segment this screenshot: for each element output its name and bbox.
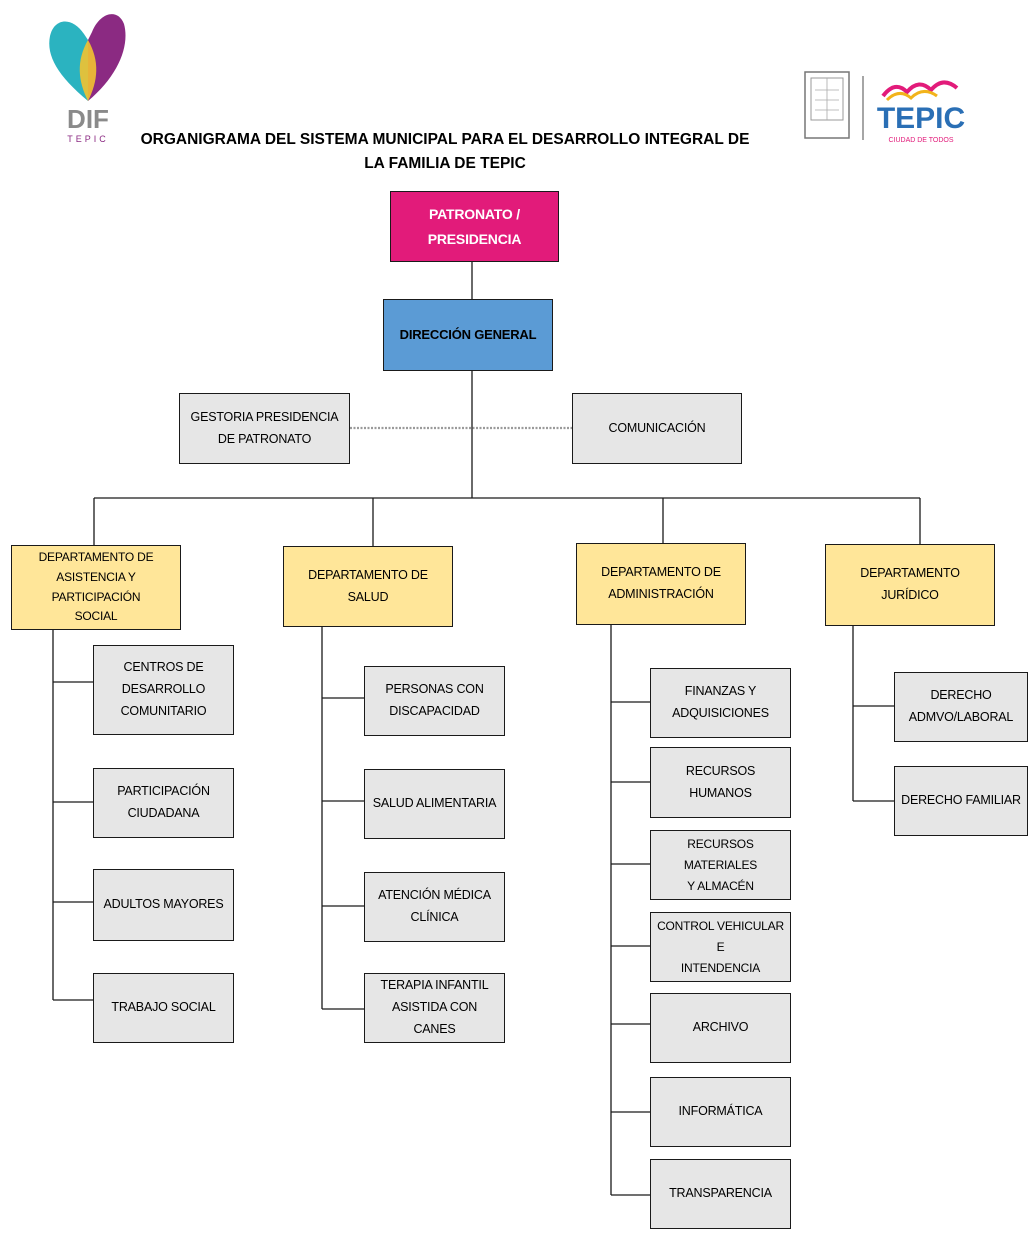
unit-finanzas-box: FINANZAS Y ADQUISICIONES xyxy=(650,668,791,738)
svg-text:DIF: DIF xyxy=(67,104,109,134)
departamento-salud-box: DEPARTAMENTO DE SALUD xyxy=(283,546,453,627)
dif-tepic-logo: DIF TEPIC xyxy=(49,14,126,144)
svg-text:CIUDAD DE TODOS: CIUDAD DE TODOS xyxy=(888,137,953,144)
unit-recursos-humanos-box: RECURSOS HUMANOS xyxy=(650,747,791,818)
unit-archivo-box: ARCHIVO xyxy=(650,993,791,1063)
unit-trabajo-social-box: TRABAJO SOCIAL xyxy=(93,973,234,1043)
unit-centros-desarrollo-box: CENTROS DE DESARROLLO COMUNITARIO xyxy=(93,645,234,735)
departamento-juridico-box: DEPARTAMENTO JURÍDICO xyxy=(825,544,995,626)
unit-informatica-box: INFORMÁTICA xyxy=(650,1077,791,1147)
departamento-asistencia-box: DEPARTAMENTO DE ASISTENCIA Y PARTICIPACI… xyxy=(11,545,181,630)
unit-participacion-ciudadana-box: PARTICIPACIÓN CIUDADANA xyxy=(93,768,234,838)
svg-text:TEPIC: TEPIC xyxy=(877,102,965,135)
svg-text:TEPIC: TEPIC xyxy=(67,134,109,144)
tepic-city-logo: TEPIC CIUDAD DE TODOS xyxy=(804,71,965,144)
patronato-presidencia-box: PATRONATO / PRESIDENCIA xyxy=(390,191,559,262)
unit-transparencia-box: TRANSPARENCIA xyxy=(650,1159,791,1229)
unit-personas-discapacidad-box: PERSONAS CON DISCAPACIDAD xyxy=(364,666,505,736)
unit-recursos-materiales-box: RECURSOS MATERIALES Y ALMACÉN xyxy=(650,830,791,900)
unit-adultos-mayores-box: ADULTOS MAYORES xyxy=(93,869,234,941)
unit-control-vehicular-box: CONTROL VEHICULAR E INTENDENCIA xyxy=(650,912,791,982)
unit-atencion-medica-box: ATENCIÓN MÉDICA CLÍNICA xyxy=(364,872,505,942)
direccion-general-box: DIRECCIÓN GENERAL xyxy=(383,299,553,371)
unit-terapia-infantil-box: TERAPIA INFANTIL ASISTIDA CON CANES xyxy=(364,973,505,1043)
unit-derecho-admvo-box: DERECHO ADMVO/LABORAL xyxy=(894,672,1028,742)
unit-salud-alimentaria-box: SALUD ALIMENTARIA xyxy=(364,769,505,839)
comunicacion-box: COMUNICACIÓN xyxy=(572,393,742,464)
page-title: ORGANIGRAMA DEL SISTEMA MUNICIPAL PARA E… xyxy=(140,131,750,173)
unit-derecho-familiar-box: DERECHO FAMILIAR xyxy=(894,766,1028,836)
gestoria-presidencia-box: GESTORIA PRESIDENCIA DE PATRONATO xyxy=(179,393,350,464)
departamento-administracion-box: DEPARTAMENTO DE ADMINISTRACIÓN xyxy=(576,543,746,625)
